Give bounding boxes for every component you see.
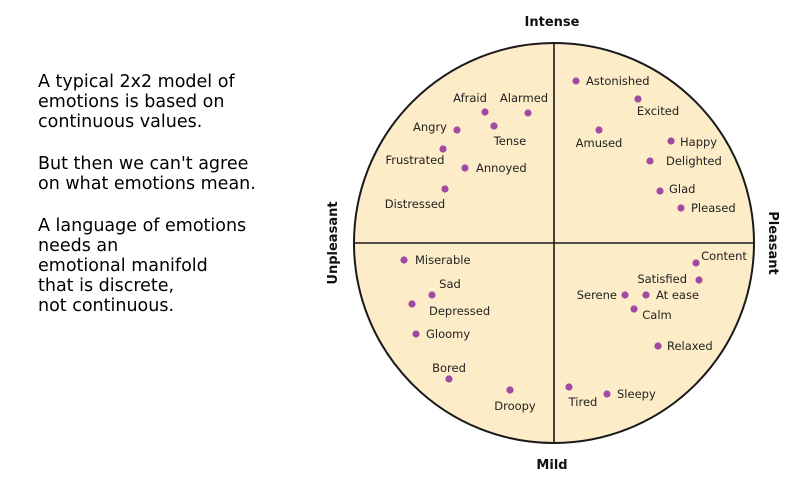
- emotion-label-afraid: Afraid: [453, 91, 487, 105]
- emotion-dot-at-ease: [642, 291, 650, 299]
- emotion-label-depressed: Depressed: [429, 304, 490, 318]
- axis-label-mild: Mild: [536, 458, 567, 473]
- axis-label-intense: Intense: [525, 15, 580, 30]
- emotion-label-tense: Tense: [493, 134, 527, 148]
- emotion-label-distressed: Distressed: [385, 197, 445, 211]
- emotion-label-alarmed: Alarmed: [500, 91, 548, 105]
- emotion-label-annoyed: Annoyed: [476, 161, 527, 175]
- emotion-dot-frustrated: [439, 145, 447, 153]
- emotion-label-satisfied: Satisfied: [637, 272, 687, 286]
- emotion-dot-astonished: [572, 77, 580, 85]
- emotion-label-serene: Serene: [577, 288, 617, 302]
- emotion-label-sleepy: Sleepy: [617, 387, 656, 401]
- emotion-dot-relaxed: [654, 342, 662, 350]
- emotion-dot-calm: [630, 305, 638, 313]
- emotion-label-delighted: Delighted: [666, 154, 722, 168]
- emotion-label-angry: Angry: [413, 120, 447, 134]
- emotion-label-miserable: Miserable: [415, 253, 471, 267]
- emotion-label-droopy: Droopy: [494, 399, 536, 413]
- emotion-label-sad: Sad: [439, 277, 461, 291]
- emotion-label-glad: Glad: [669, 182, 695, 196]
- emotion-label-relaxed: Relaxed: [667, 339, 713, 353]
- emotion-dot-gloomy: [412, 330, 420, 338]
- emotion-dot-serene: [621, 291, 629, 299]
- emotion-label-tired: Tired: [568, 395, 598, 409]
- axis-label-unpleasant: Unpleasant: [326, 201, 341, 284]
- emotion-dot-distressed: [441, 185, 449, 193]
- emotion-dot-pleased: [677, 204, 685, 212]
- note-2x2-model: A typical 2x2 model of emotions is based…: [38, 72, 235, 132]
- emotion-dot-afraid: [481, 108, 489, 116]
- emotion-label-at-ease: At ease: [656, 288, 699, 302]
- emotion-dot-tired: [565, 383, 573, 391]
- emotion-dot-depressed: [408, 300, 416, 308]
- emotion-label-excited: Excited: [637, 104, 679, 118]
- notes-panel: A typical 2x2 model of emotions is based…: [38, 72, 338, 316]
- note-disagreement: But then we can't agree on what emotions…: [38, 154, 256, 194]
- emotion-label-calm: Calm: [642, 308, 671, 322]
- emotion-dot-glad: [656, 187, 664, 195]
- emotion-dot-excited: [634, 95, 642, 103]
- emotion-dot-angry: [453, 126, 461, 134]
- note-discrete-manifold: A language of emotions needs an emotiona…: [38, 216, 247, 316]
- emotion-label-gloomy: Gloomy: [426, 327, 470, 341]
- emotion-dot-amused: [595, 126, 603, 134]
- emotion-dot-alarmed: [524, 109, 532, 117]
- emotion-dot-sad: [428, 291, 436, 299]
- emotion-label-pleased: Pleased: [691, 201, 736, 215]
- emotion-label-bored: Bored: [432, 361, 466, 375]
- emotion-dot-droopy: [506, 386, 514, 394]
- emotion-label-astonished: Astonished: [586, 74, 650, 88]
- emotion-dot-miserable: [400, 256, 408, 264]
- emotion-dot-annoyed: [461, 164, 469, 172]
- emotion-dot-content: [692, 259, 700, 267]
- emotion-dot-delighted: [646, 157, 654, 165]
- emotion-dot-tense: [490, 122, 498, 130]
- emotion-label-happy: Happy: [680, 135, 717, 149]
- emotion-label-frustrated: Frustrated: [386, 153, 445, 167]
- emotion-label-content: Content: [701, 249, 747, 263]
- emotion-dot-bored: [445, 375, 453, 383]
- emotion-label-amused: Amused: [576, 136, 623, 150]
- emotion-dot-sleepy: [603, 390, 611, 398]
- emotion-dot-happy: [667, 137, 675, 145]
- axis-label-pleasant: Pleasant: [765, 211, 780, 275]
- emotion-dot-satisfied: [695, 276, 703, 284]
